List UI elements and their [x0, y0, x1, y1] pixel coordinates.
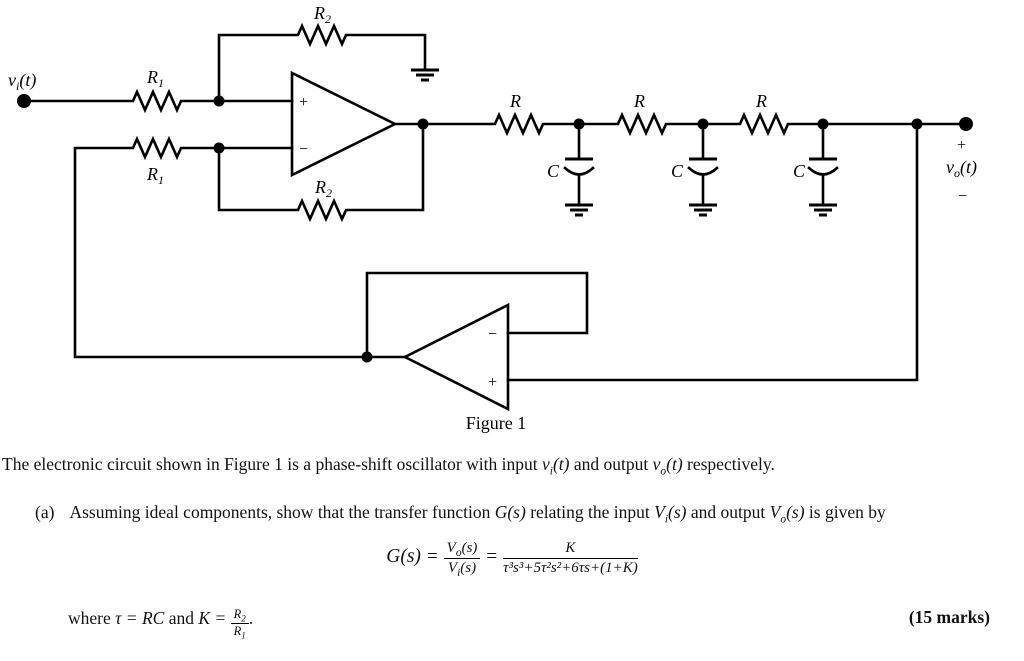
math-tau-rc: τ = RC: [115, 608, 165, 629]
wire-rc-ladder: [393, 111, 968, 137]
intro-text-3: respectively.: [682, 454, 775, 474]
equals-sign: =: [486, 545, 498, 567]
marks-label: (15 marks): [908, 607, 990, 627]
label-vi: vi(t): [8, 70, 36, 93]
fraction-numerator: Vo(s): [443, 540, 481, 559]
label-r2-bottom: R2: [314, 177, 332, 200]
formula-lhs: G(s): [386, 545, 421, 567]
label-r1-top: R1: [146, 67, 164, 90]
ground-icon: [689, 203, 717, 217]
equals-sign: =: [426, 545, 438, 567]
wire-r2-bottom: [217, 122, 425, 223]
opamp2-triangle: [402, 302, 510, 412]
opamp1-plus-sign: +: [299, 94, 308, 111]
label-c-2: C: [671, 161, 684, 181]
circuit-diagram: vi(t) R1 R2 R1 R2 R R R C C C + − − + + …: [8, 3, 977, 433]
where-text-2: and: [164, 608, 199, 629]
intro-text-2: and output: [569, 454, 653, 474]
math-vi: vi(t): [541, 454, 570, 478]
intro-text-1: The electronic circuit shown in Figure 1…: [2, 454, 542, 474]
ground-icon: [411, 68, 439, 82]
fraction-denominator: Vi(s): [447, 559, 477, 579]
ground-icon: [565, 203, 593, 217]
terminal-input: [17, 94, 31, 108]
label-c-3: C: [793, 161, 806, 181]
wire-buffer-feedback: [365, 271, 589, 359]
terminal-output: [959, 117, 973, 131]
node: [697, 118, 709, 130]
part-a-text-1: Assuming ideal components, show that the…: [69, 502, 495, 522]
wire-feedback-r1-bottom: [73, 135, 407, 359]
wire-r2-top-to-ground: [217, 22, 427, 103]
wire-input-r1-top: [22, 88, 294, 114]
opamp1-minus-sign: −: [299, 141, 308, 158]
math-vos: Vo(s): [769, 502, 805, 526]
node: [573, 118, 585, 130]
label-r-2: R: [633, 91, 645, 111]
node: [213, 142, 225, 154]
label-r2-top: R2: [313, 3, 331, 26]
part-a-label: (a): [35, 502, 55, 522]
math-gs: G(s): [494, 502, 526, 522]
where-text-3: .: [248, 608, 254, 629]
label-r1-bottom: R1: [146, 164, 164, 187]
part-a-text-4: is given by: [804, 502, 886, 522]
vo-plus-sign: +: [957, 137, 966, 154]
label-r-3: R: [755, 91, 767, 111]
node: [361, 351, 373, 363]
fraction-numerator: R2: [230, 607, 249, 624]
label-r-1: R: [509, 91, 521, 111]
part-a-text-3: and output: [686, 502, 770, 522]
node: [417, 118, 429, 130]
fraction-numerator: K: [503, 540, 638, 559]
fraction-denominator: R1: [233, 623, 246, 641]
math-k: K =: [198, 608, 227, 629]
node: [817, 118, 829, 130]
fraction-denominator: τ³s³+5τ²s²+6τs+(1+K): [503, 559, 638, 576]
capacitor-1: [563, 122, 595, 217]
opamp2-plus-sign: +: [488, 374, 497, 391]
capacitor-2: [687, 122, 719, 217]
math-vis: Vi(s): [654, 502, 687, 526]
wire-tap-to-buffer: [506, 122, 919, 382]
intro-paragraph: The electronic circuit shown in Figure 1…: [2, 454, 775, 478]
math-vo: vo(t): [652, 454, 683, 478]
node: [911, 118, 923, 130]
label-c-1: C: [547, 161, 560, 181]
label-vo: vo(t): [946, 157, 977, 180]
capacitor-3: [807, 122, 839, 217]
ground-icon: [809, 203, 837, 217]
where-text-1: where: [68, 608, 116, 629]
opamp1-triangle: [290, 70, 398, 178]
part-a-line: (a) Assuming ideal components, show that …: [35, 502, 886, 526]
formula-fraction-1: Vo(s)Vi(s): [443, 540, 481, 579]
node: [213, 95, 225, 107]
figure-caption: Figure 1: [466, 413, 527, 433]
part-a-text-2: relating the input: [525, 502, 655, 522]
opamp2-minus-sign: −: [488, 326, 497, 343]
vo-minus-sign: −: [958, 188, 967, 205]
